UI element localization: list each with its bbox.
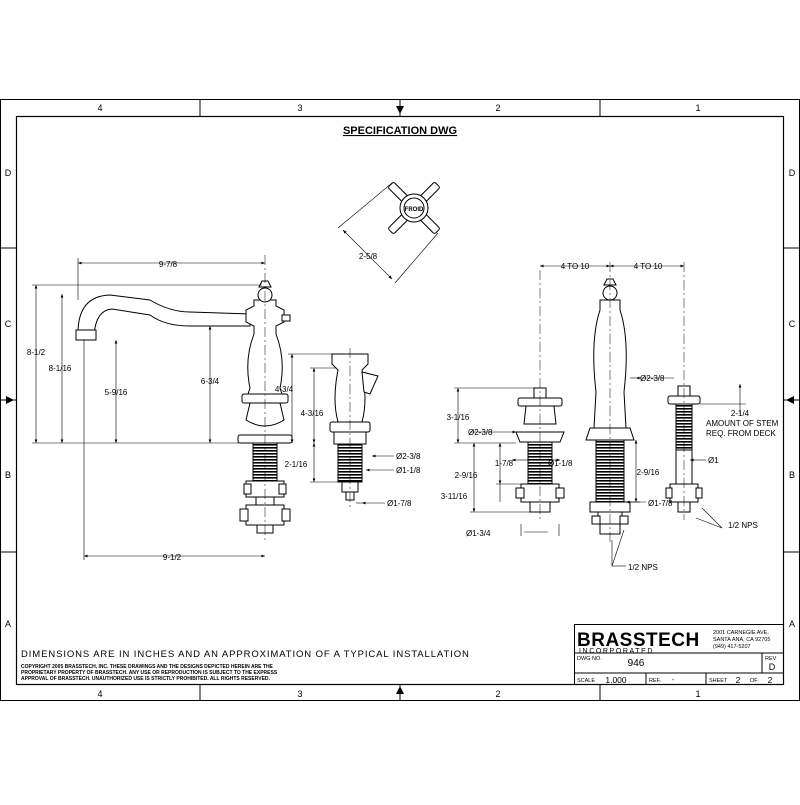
dim-spray-height: 4-3/4: [275, 385, 294, 394]
zone-row-right-2: C: [789, 319, 796, 329]
dim-handle-span-label: 2-5/8: [359, 252, 378, 261]
zone-row-right-4: A: [789, 619, 795, 629]
spout-assembly-side-view: [75, 280, 293, 534]
handle-stamp: FROID: [405, 207, 424, 213]
sheet-label: SHEET: [709, 678, 728, 684]
dim-nps-right: 1/2 NPS: [728, 521, 758, 530]
dim-valve-base-dia: Ø1-3/4: [466, 529, 491, 538]
copyright-line-1: COPYRIGHT 2005 BRASSTECH, INC. THESE DRA…: [21, 664, 274, 670]
copyright-line-3: APPROVAL OF BRASSTECH. UNAUTHORIZED USE …: [21, 676, 271, 682]
dim-spray-nut-dia: Ø1-7/8: [387, 499, 412, 508]
dim-valve-shank-len: 1-7/8: [495, 459, 514, 468]
ref-value: -: [672, 677, 675, 684]
side-spray-view: [329, 353, 379, 501]
spray-dimensions: [288, 353, 394, 505]
zone-row-right-3: B: [789, 470, 795, 480]
dim-spread-right: 4 TO 10: [634, 262, 663, 271]
dim-center-dia: Ø2-3/8: [640, 374, 665, 383]
dim-stem-dia: Ø1: [708, 456, 719, 465]
widespread-dim-labels: 4 TO 10 4 TO 10 3-1/16 Ø2-3/8 1-7/8 Ø1-1…: [441, 262, 779, 572]
dim-handle-span: [337, 182, 439, 284]
spray-dim-labels: 4-3/4 4-3/16 2-1/16 Ø2-3/8 Ø1-1/8 Ø1-7/8: [275, 385, 421, 508]
spout-dim-labels: 9-7/8 9-1/2 8-1/2 8-1/16 5-9/16 6-3/4: [27, 260, 220, 562]
dim-base-to-spout: 9-1/2: [163, 553, 182, 562]
address-line-3: (949) 417-5207: [713, 644, 751, 650]
dim-spout-height-right: 6-3/4: [201, 377, 220, 386]
dim-spout-reach: 9-7/8: [159, 260, 178, 269]
drawing-title: SPECIFICATION DWG: [343, 125, 457, 137]
zone-row-right-1: D: [789, 168, 796, 178]
copyright-line-2: PROPRIETARY PROPERTY OF BRASSTECH. ANY U…: [21, 670, 278, 676]
dim-valve-shank-dia: Ø1-1/8: [548, 459, 573, 468]
zone-col-bottom-3: 2: [495, 689, 500, 699]
zone-col-bottom-4: 1: [695, 689, 700, 699]
zone-col-top-2: 3: [297, 103, 302, 113]
address-line-1: 2001 CARNEGIE AVE.: [713, 630, 769, 636]
rev-value: D: [769, 662, 776, 672]
dim-spout-clearance: 5-9/16: [105, 388, 128, 397]
zone-row-left-4: A: [5, 619, 11, 629]
dim-stem-note-2: REQ. FROM DECK: [706, 429, 776, 438]
center-marks: [6, 106, 794, 694]
ref-label: REF.: [649, 678, 661, 684]
zone-row-left-3: B: [5, 470, 11, 480]
widespread-dimensions: [454, 264, 746, 567]
zone-col-top-3: 2: [495, 103, 500, 113]
company-name: BRASSTECH: [577, 630, 700, 651]
copyright-notice: COPYRIGHT 2005 BRASSTECH, INC. THESE DRA…: [21, 664, 278, 682]
dim-height-to-spout: 8-1/16: [49, 364, 72, 373]
address-line-2: SANTA ANA, CA 92705: [713, 637, 770, 643]
dim-spray-shank-dia: Ø1-1/8: [396, 466, 421, 475]
sheet-value: 2: [736, 675, 741, 685]
dwg-no-label: DWG NO.: [577, 656, 602, 662]
dim-spray-dia: Ø2-3/8: [396, 452, 421, 461]
dim-nps-center: 1/2 NPS: [628, 563, 658, 572]
scale-label: SCALE: [577, 678, 595, 684]
dim-center-nut-dia: Ø1-7/8: [648, 499, 673, 508]
zone-col-top-4: 1: [695, 103, 700, 113]
of-label: OF: [750, 678, 758, 684]
dim-spray-shank: 2-1/16: [285, 460, 308, 469]
of-value: 2: [768, 675, 773, 685]
zone-labels: 4 3 2 1 4 3 2 1 D C B A D C B A: [5, 103, 796, 699]
dim-valve-height: 3-1/16: [447, 413, 470, 422]
dim-overall-height: 8-1/2: [27, 348, 46, 357]
dim-spray-height-inner: 4-3/16: [301, 409, 324, 418]
rev-label: REV: [765, 656, 777, 662]
zone-col-bottom-1: 4: [97, 689, 102, 699]
dimensions-note: DIMENSIONS ARE IN INCHES AND AN APPROXIM…: [21, 649, 470, 660]
dwg-no-value: 946: [628, 658, 645, 669]
zone-col-bottom-2: 3: [297, 689, 302, 699]
spout-dimensions: [32, 258, 265, 560]
dim-spread-left: 4 TO 10: [561, 262, 590, 271]
zone-row-left-2: C: [5, 319, 12, 329]
dim-center-shank-len: 2-9/16: [637, 468, 660, 477]
cross-handle-top-view: FROID: [388, 182, 440, 234]
dim-valve-total: 3-11/16: [441, 492, 468, 501]
scale-value: 1.000: [605, 675, 627, 685]
title-block: [574, 624, 784, 685]
dim-valve-dia: Ø2-3/8: [468, 428, 493, 437]
zone-col-top-1: 4: [97, 103, 102, 113]
company-address: 2001 CARNEGIE AVE. SANTA ANA, CA 92705 (…: [713, 630, 770, 650]
dim-stem-len: 2-1/4: [731, 409, 750, 418]
dim-stem-note-1: AMOUNT OF STEM: [706, 419, 779, 428]
company-subtitle: INCORPORATED: [579, 648, 654, 655]
zone-row-left-1: D: [5, 168, 12, 178]
dim-valve-body-len: 2-9/16: [455, 471, 478, 480]
